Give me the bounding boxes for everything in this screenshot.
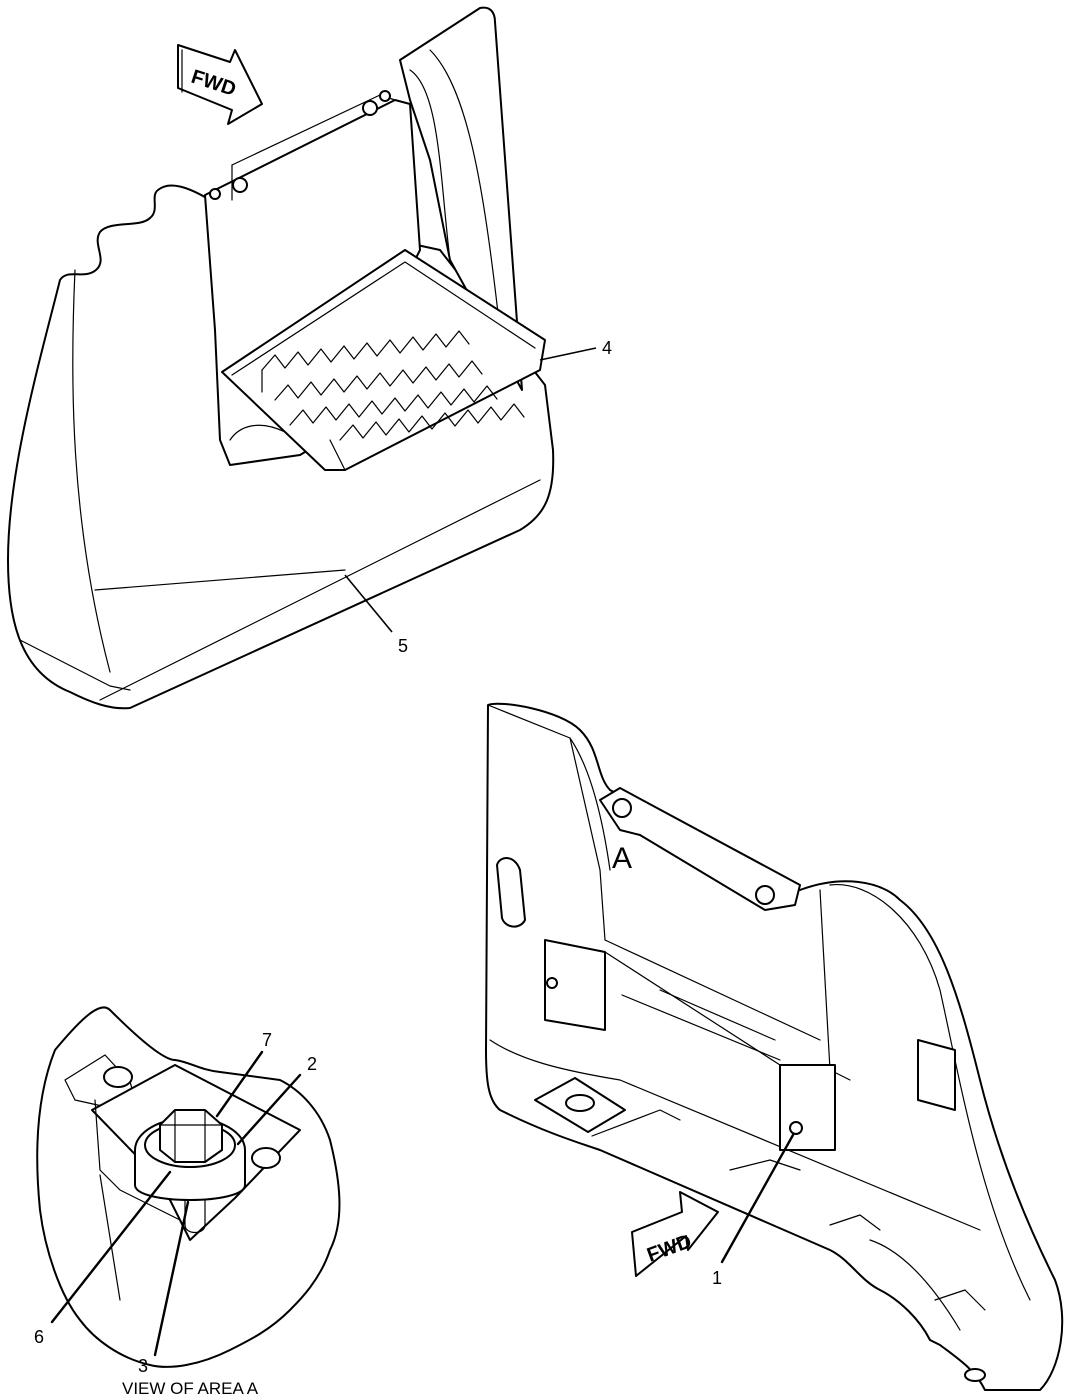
fender-assembly-bottom [485,702,1064,1391]
fender-pillar [399,6,523,391]
callout-7: 7 [262,1030,272,1050]
view-letter-a: A [612,842,632,875]
callout-6: 6 [34,1327,44,1347]
fender-body-bottom [485,702,1064,1391]
fwd-arrow-bottom: FWD [631,1191,719,1277]
callout-4: 4 [602,338,612,358]
callout-3: 3 [138,1356,148,1376]
step-tread [221,249,546,471]
detail-view-a [36,1006,341,1368]
step-assembly-top [7,6,555,710]
callout-5: 5 [398,636,408,656]
callout-2: 2 [307,1054,317,1074]
view-caption: VIEW OF AREA A [122,1379,259,1398]
callout-1: 1 [712,1268,722,1288]
fwd-arrow-top: FWD [177,44,263,125]
leader-lines [50,347,795,1357]
